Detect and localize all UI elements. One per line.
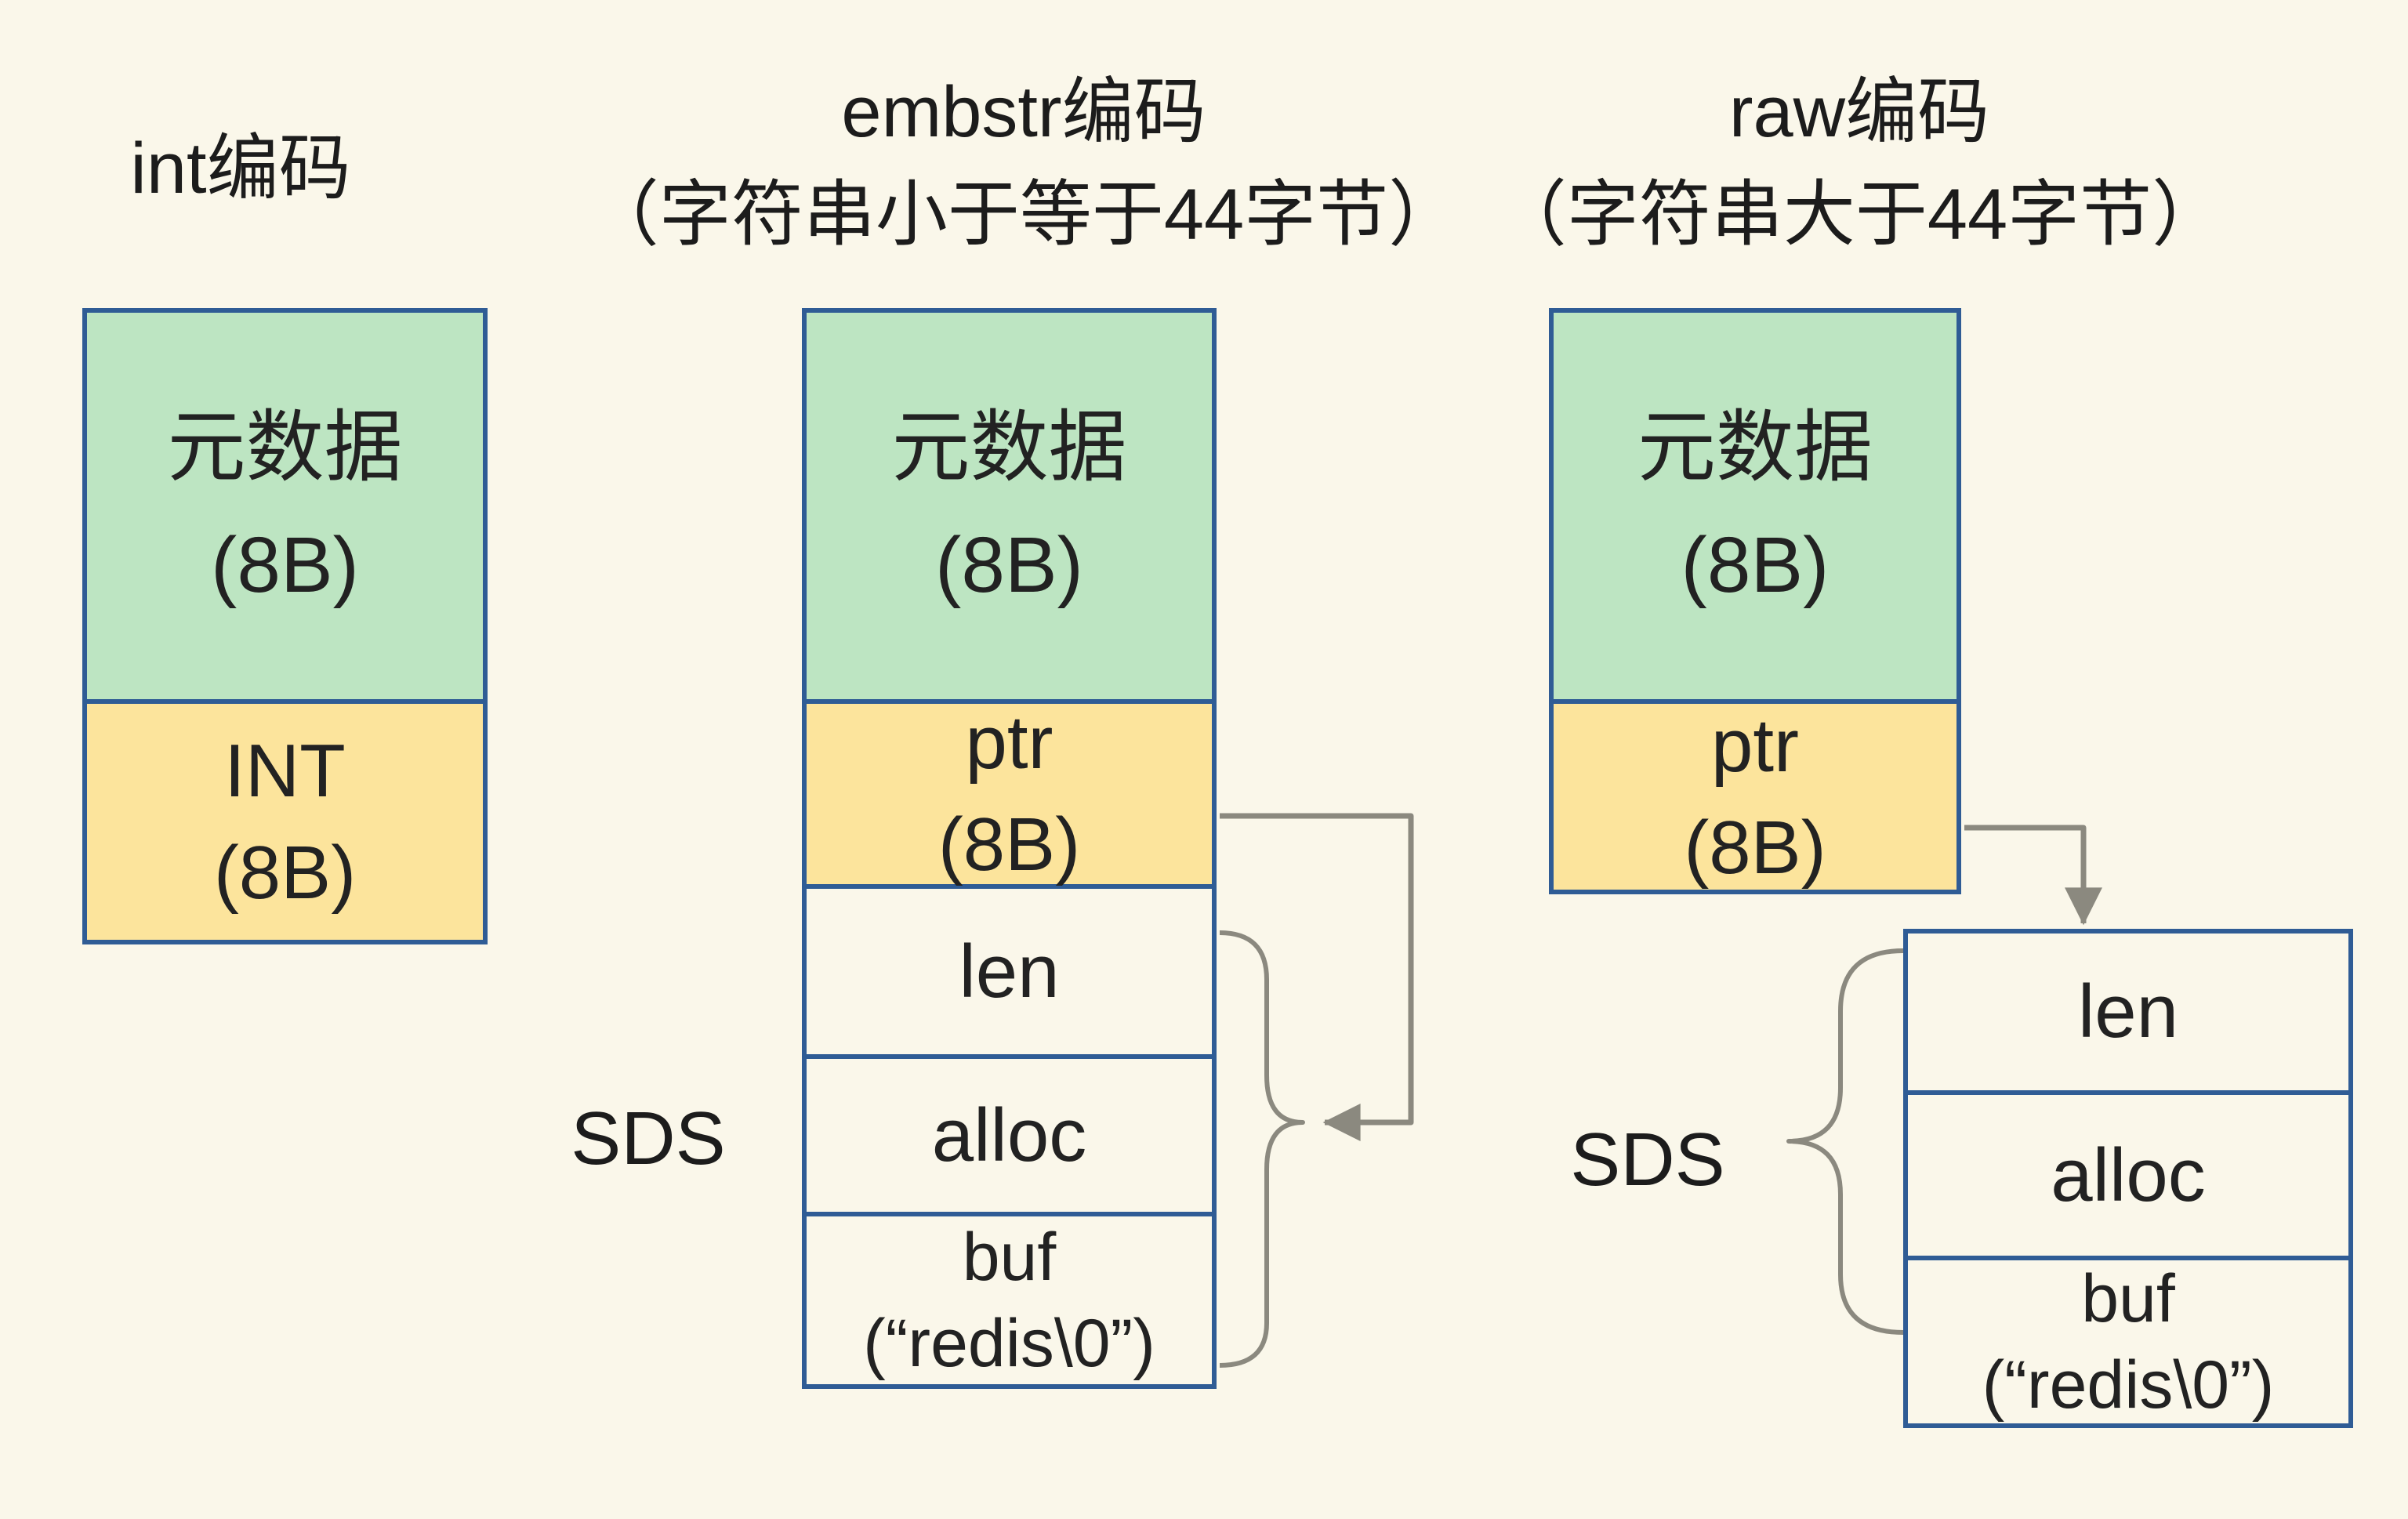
- raw-encoding-title: raw编码 （字符串大于44字节）: [1495, 61, 2224, 266]
- embstr-encoding-title-line1: embstr编码: [841, 72, 1206, 152]
- int-metadata-cell: 元数据 (8B): [82, 308, 488, 704]
- raw-ptr-cell: ptr (8B): [1549, 704, 1961, 894]
- embstr-ptr-label: ptr: [965, 701, 1054, 785]
- embstr-sds-alloc-label: alloc: [931, 1093, 1087, 1177]
- embstr-sds-buf-cell: buf (“redis\0”): [802, 1216, 1217, 1389]
- embstr-metadata-label: 元数据: [891, 403, 1127, 491]
- embstr-encoding-title-line2: （字符串小于等于44字节）: [586, 174, 1461, 255]
- embstr-sds-buf-label: buf: [962, 1219, 1057, 1295]
- int-value-cell: INT (8B): [82, 704, 488, 944]
- embstr-ptr-cell: ptr (8B): [802, 701, 1217, 889]
- int-encoding-title-text: int编码: [130, 129, 351, 208]
- int-encoding-title: int编码: [130, 118, 350, 220]
- raw-ptr-arrow: [1964, 825, 2102, 926]
- embstr-sds-bracket: [1219, 930, 1305, 1368]
- raw-sds-label: SDS: [1570, 1118, 1725, 1202]
- raw-ptr-size: (8B): [1684, 805, 1826, 890]
- int-metadata-size: (8B): [211, 520, 359, 609]
- embstr-sds-buf-value: (“redis\0”): [863, 1306, 1155, 1381]
- raw-metadata-cell: 元数据 (8B): [1549, 308, 1961, 704]
- raw-encoding-title-line1: raw编码: [1728, 72, 1990, 152]
- raw-sds-buf-cell: buf (“redis\0”): [1903, 1260, 2353, 1428]
- embstr-sds-label: SDS: [571, 1097, 726, 1180]
- embstr-ptr-arrow: [1220, 813, 1414, 1141]
- raw-sds-len-label: len: [2077, 970, 2179, 1054]
- raw-encoding-title-line2: （字符串大于44字节）: [1494, 174, 2225, 255]
- raw-sds-buf-value: (“redis\0”): [1982, 1347, 2275, 1423]
- int-value-label: INT: [224, 728, 346, 813]
- int-metadata-label: 元数据: [167, 403, 403, 491]
- embstr-metadata-cell: 元数据 (8B): [802, 308, 1217, 704]
- raw-sds-buf-label: buf: [2081, 1260, 2175, 1336]
- embstr-metadata-size: (8B): [935, 520, 1083, 609]
- embstr-sds-len-cell: len: [802, 889, 1217, 1059]
- raw-ptr-label: ptr: [1710, 703, 1800, 788]
- raw-sds-alloc-cell: alloc: [1903, 1095, 2353, 1260]
- embstr-ptr-size: (8B): [937, 803, 1081, 886]
- raw-sds-brace: [1786, 948, 1904, 1335]
- raw-metadata-size: (8B): [1681, 520, 1830, 609]
- embstr-sds-len-label: len: [959, 929, 1060, 1013]
- embstr-sds-alloc-cell: alloc: [802, 1059, 1217, 1216]
- int-value-size: (8B): [213, 830, 357, 915]
- raw-sds-len-cell: len: [1903, 929, 2353, 1095]
- embstr-encoding-title: embstr编码 （字符串小于等于44字节）: [587, 61, 1460, 266]
- raw-metadata-label: 元数据: [1637, 403, 1873, 491]
- raw-sds-alloc-label: alloc: [2051, 1133, 2206, 1217]
